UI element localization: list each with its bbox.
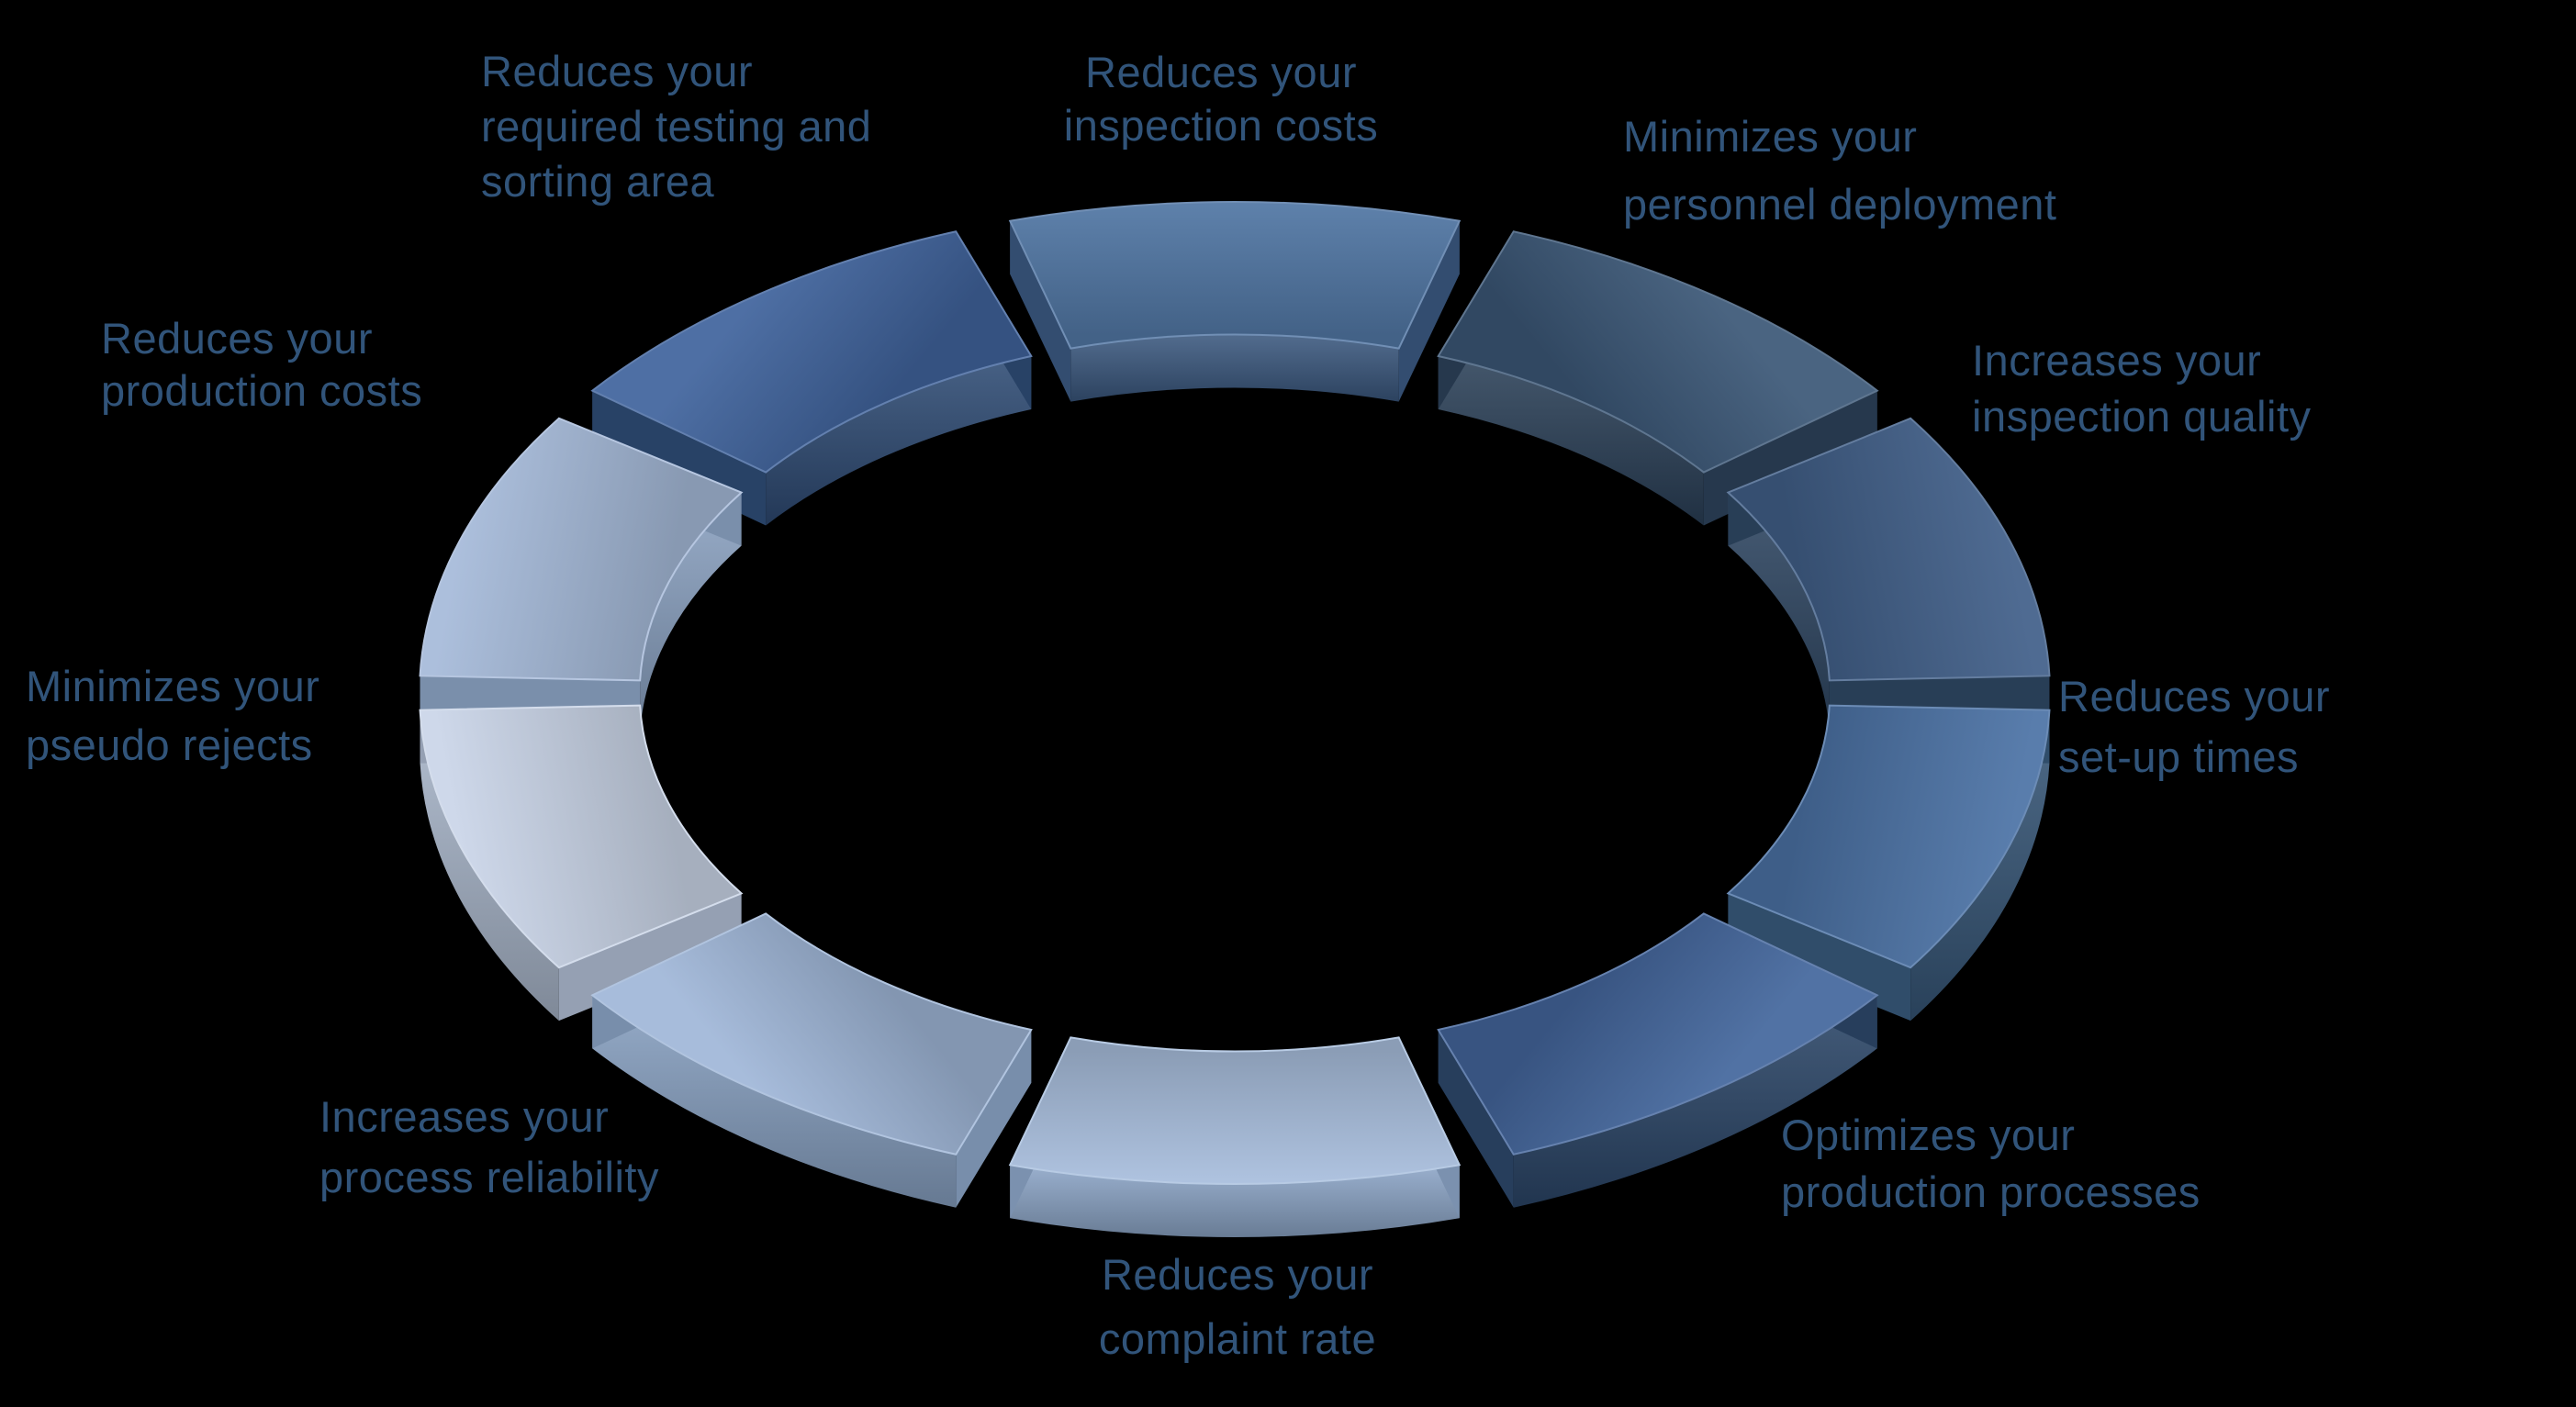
ring-segment-production-costs-top-face [419,417,744,682]
ring-segment-personnel-deployment-inner-wall [1438,356,1704,526]
ring-segment-inspection-costs [1008,200,1462,402]
ring-segment-process-reliability-outer-wall [592,995,957,1208]
ring-segment-optimizes-production-outer-wall [1513,995,1877,1208]
ring-segment-personnel-deployment-top-face [1437,230,1879,474]
ring-segment-inspection-costs-top-face [1008,200,1462,350]
ring-segment-testing-sorting-area-inner-wall [766,356,1032,526]
ring-segment-complaint-rate-outer-wall [1010,1165,1460,1237]
ring-segment-testing-sorting-area-top-face [590,230,1033,474]
ring-segment-optimizes-production [1437,912,1879,1208]
ring-segment-inspection-costs-end-cap [1398,220,1460,402]
ring-segment-process-reliability [590,912,1033,1208]
ring-segment-inspection-quality-top-face [1726,417,2051,682]
ring-segment-pseudo-rejects-top-face [419,704,744,969]
ring-segment-testing-sorting-area [590,230,1033,526]
ring-segment-optimizes-production-top-face [1437,912,1879,1156]
ring-segment-complaint-rate-top-face [1008,1036,1462,1186]
ring-segment-process-reliability-end-cap [956,1029,1032,1208]
ring-segment-pseudo-rejects-outer-wall [420,709,559,1022]
ring-segment-optimizes-production-end-cap [1438,1029,1514,1208]
ring-segment-complaint-rate [1008,1036,1462,1237]
ring-segment-set-up-times-outer-wall [1910,709,2050,1022]
ring-segment-personnel-deployment [1437,230,1879,526]
ring-segment-production-costs-inner-wall [640,492,742,734]
ring-segment-set-up-times-top-face [1726,704,2051,969]
ring-segment-inspection-costs-end-cap [1010,220,1071,402]
ring-segment-inspection-quality-inner-wall [1728,492,1830,734]
ring-segment-inspection-costs-inner-wall [1070,334,1399,402]
ring-segment-process-reliability-top-face [590,912,1033,1156]
